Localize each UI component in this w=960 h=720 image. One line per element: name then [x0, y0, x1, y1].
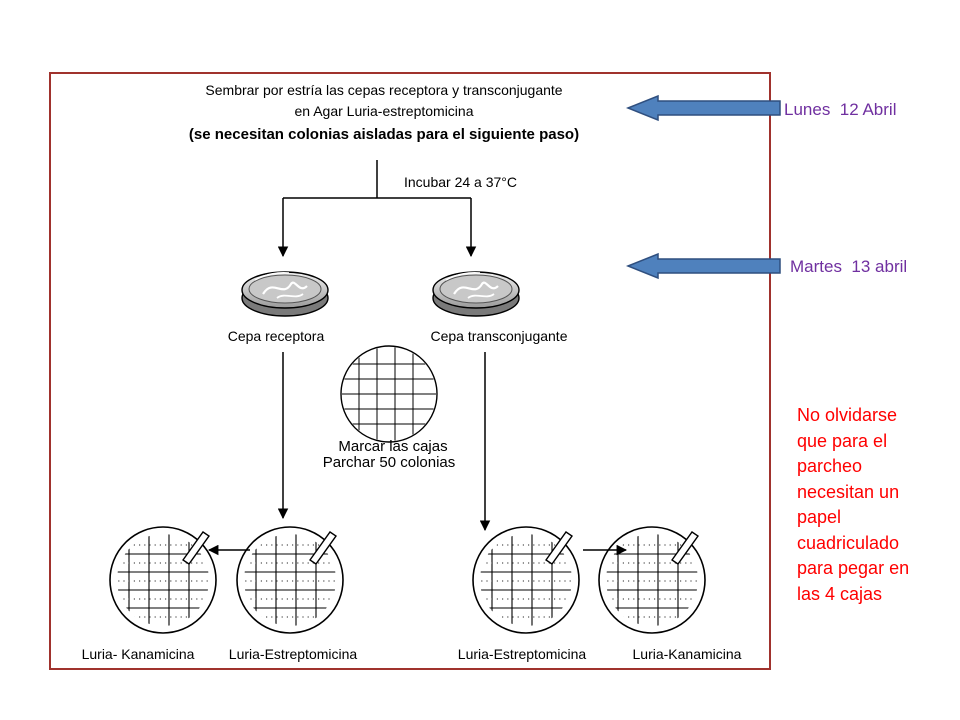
bottom-label-4: Luria-Kanamicina: [633, 646, 742, 662]
petri-dish-receptora: [240, 270, 330, 318]
patch-plate-3: [466, 520, 586, 640]
patch-plate-4: [592, 520, 712, 640]
patch-plate-1: [103, 520, 223, 640]
blue-arrow-day1: [625, 94, 781, 122]
plate-label-receptora: Cepa receptora: [228, 328, 325, 344]
marking-grid-plate: [340, 345, 438, 443]
header-line-2: en Agar Luria-estreptomicina: [295, 103, 474, 119]
note-line: que para el: [797, 430, 888, 451]
incubate-branch: [277, 160, 477, 258]
note-line: No olvidarse: [797, 405, 898, 425]
note-line: cuadriculado: [797, 532, 900, 553]
petri-dish-transconjugante: [431, 270, 521, 318]
day-label-lunes: Lunes 12 Abril: [784, 100, 897, 119]
header-line-3: (se necesitan colonias aisladas para el …: [189, 126, 579, 143]
bottom-label-2: Luria-Estreptomicina: [229, 646, 358, 662]
note-line: parcheo: [797, 456, 863, 476]
bottom-label-3: Luria-Estreptomicina: [458, 646, 587, 662]
incubate-label: Incubar 24 a 37°C: [404, 174, 517, 190]
reminder-note: No olvidarse que para el parcheo necesit…: [797, 403, 955, 607]
day-label-martes: Martes 13 abril: [790, 257, 908, 276]
mark-label-1: Marcar las cajas: [338, 438, 447, 455]
patch-plate-2: [230, 520, 350, 640]
mark-label-2: Parchar 50 colonias: [323, 454, 456, 471]
bottom-label-1: Luria- Kanamicina: [82, 646, 195, 662]
blue-arrow-day2: [625, 252, 781, 280]
plate-label-transconjugante: Cepa transconjugante: [431, 328, 568, 344]
diagram-frame: [49, 72, 771, 670]
header-line-1: Sembrar por estría las cepas receptora y…: [205, 82, 562, 98]
note-line: para pegar en: [797, 558, 910, 578]
note-line: papel: [797, 507, 842, 527]
note-line: necesitan un: [797, 481, 900, 502]
note-line: las 4 cajas: [797, 583, 883, 604]
